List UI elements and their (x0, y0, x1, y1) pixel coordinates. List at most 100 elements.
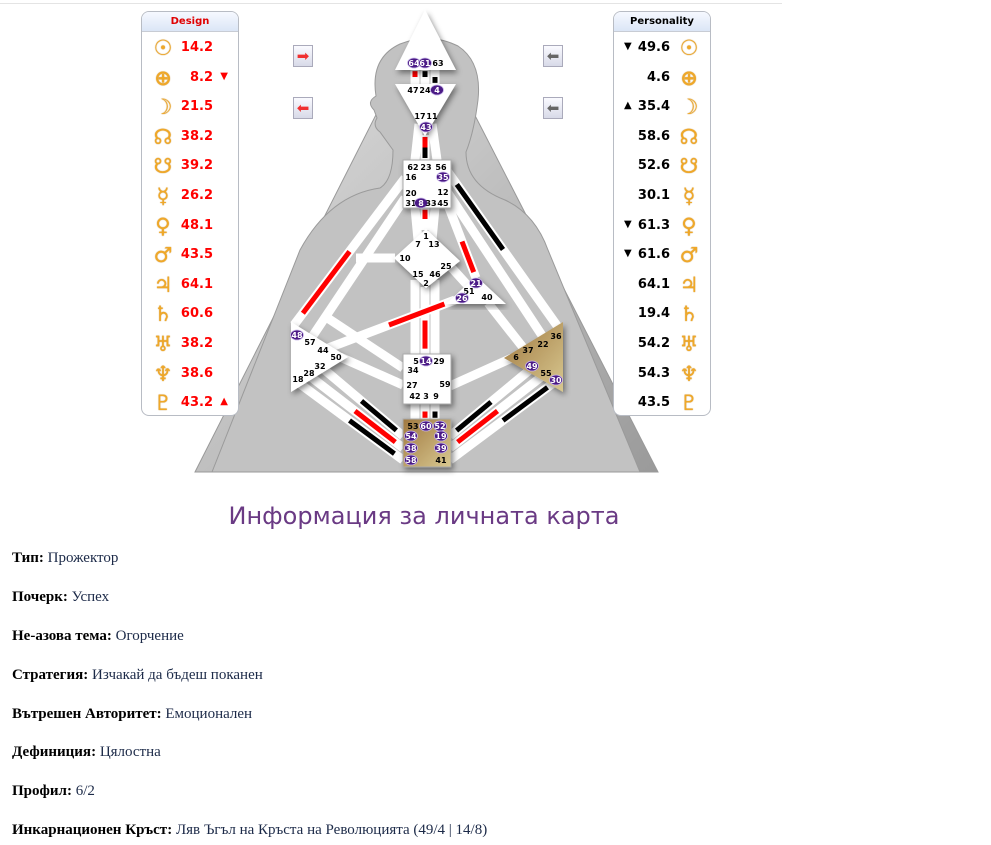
planet-row[interactable]: ♄ 19.4 (614, 300, 710, 329)
gate-52[interactable]: 52 (433, 420, 447, 432)
g-center[interactable] (394, 229, 460, 288)
gate-57[interactable]: 57 (304, 338, 315, 347)
planet-row[interactable]: ☊ 38.2 (142, 123, 238, 152)
gate-16[interactable]: 16 (405, 173, 417, 182)
gate-42[interactable]: 42 (409, 392, 420, 401)
gate-1[interactable]: 1 (423, 232, 429, 241)
channel-band (446, 262, 474, 292)
gate-5[interactable]: 5 (413, 357, 419, 366)
gate-59[interactable]: 59 (439, 380, 451, 389)
gate-63[interactable]: 63 (432, 59, 443, 68)
solar-plexus-center[interactable] (504, 322, 563, 392)
gate-56[interactable]: 56 (435, 163, 447, 172)
gate-32[interactable]: 32 (314, 362, 325, 371)
planet-row[interactable]: ♆ 38.6 (142, 360, 238, 389)
gate-13[interactable]: 13 (428, 240, 439, 249)
gate-18[interactable]: 18 (292, 375, 304, 384)
gate-50[interactable]: 50 (330, 353, 342, 362)
planet-row[interactable]: ⊕ 8.2 ▼ (142, 64, 238, 93)
gate-33[interactable]: 33 (425, 199, 436, 208)
planet-row[interactable]: ♀ 61.3 ▼ (614, 212, 710, 241)
gate-7[interactable]: 7 (415, 240, 421, 249)
planet-row[interactable]: ☿ 26.2 (142, 182, 238, 211)
gate-31[interactable]: 31 (405, 199, 417, 208)
planet-row[interactable]: ♇ 43.2 ▲ (142, 389, 238, 415)
spleen-center[interactable] (291, 322, 348, 392)
gate-54[interactable]: 54 (404, 430, 418, 442)
gate-51[interactable]: 51 (463, 287, 475, 296)
gate-19[interactable]: 19 (434, 430, 448, 442)
gate-61[interactable]: 61 (418, 57, 432, 69)
gate-39[interactable]: 39 (434, 442, 448, 454)
gate-46[interactable]: 46 (429, 270, 441, 279)
gate-10[interactable]: 10 (399, 254, 411, 263)
gate-35[interactable]: 35 (436, 171, 450, 183)
gate-23[interactable]: 23 (420, 163, 431, 172)
gate-44[interactable]: 44 (317, 346, 329, 355)
planet-row[interactable]: ♂ 43.5 (142, 241, 238, 270)
gate-27[interactable]: 27 (406, 381, 417, 390)
planet-row[interactable]: ☽ 35.4 ▲ (614, 93, 710, 122)
gate-29[interactable]: 29 (433, 357, 445, 366)
gate-47[interactable]: 47 (407, 86, 418, 95)
gate-24[interactable]: 24 (419, 86, 431, 95)
throat-center[interactable] (402, 159, 452, 209)
gate-48[interactable]: 48 (290, 329, 304, 341)
planet-row[interactable]: ☋ 39.2 (142, 152, 238, 181)
gate-38[interactable]: 38 (404, 442, 418, 454)
planet-row[interactable]: ♅ 38.2 (142, 330, 238, 359)
gate-30[interactable]: 30 (549, 374, 563, 386)
gate-17[interactable]: 17 (414, 112, 425, 121)
gate-4[interactable]: 4 (430, 84, 444, 96)
gate-15[interactable]: 15 (412, 270, 424, 279)
gate-55[interactable]: 55 (540, 369, 552, 378)
planet-row[interactable]: ☉ 14.2 (142, 34, 238, 63)
gate-25[interactable]: 25 (440, 262, 452, 271)
planet-row[interactable]: ☊ 58.6 (614, 123, 710, 152)
gate-26[interactable]: 26 (455, 292, 469, 304)
planet-row[interactable]: ♃ 64.1 (142, 271, 238, 300)
planet-row[interactable]: ♄ 60.6 (142, 300, 238, 329)
personality-next-button[interactable]: ⬅ (543, 45, 563, 67)
ajna-center[interactable] (395, 84, 456, 136)
gate-6[interactable]: 6 (513, 353, 519, 362)
planet-row[interactable]: ♀ 48.1 (142, 212, 238, 241)
gate-37[interactable]: 37 (522, 346, 533, 355)
design-next-button[interactable]: ➡ (293, 45, 313, 67)
gate-49[interactable]: 49 (525, 360, 539, 372)
head-center[interactable] (395, 10, 456, 70)
gate-53[interactable]: 53 (407, 422, 418, 431)
planet-row[interactable]: ☽ 21.5 (142, 93, 238, 122)
gate-45[interactable]: 45 (437, 199, 449, 208)
gate-21[interactable]: 21 (469, 277, 483, 289)
gate-14[interactable]: 14 (419, 355, 433, 367)
planet-row[interactable]: ♃ 64.1 (614, 271, 710, 300)
gate-60[interactable]: 60 (419, 420, 433, 432)
gate-58[interactable]: 58 (404, 454, 418, 466)
planet-row[interactable]: ♅ 54.2 (614, 330, 710, 359)
gate-2[interactable]: 2 (423, 279, 429, 288)
design-prev-button[interactable]: ⬅ (293, 97, 313, 119)
gate-34[interactable]: 34 (407, 366, 419, 375)
planet-row[interactable]: ☉ 49.6 ▼ (614, 34, 710, 63)
gate-8[interactable]: 8 (414, 197, 428, 209)
gate-11[interactable]: 11 (426, 112, 438, 121)
gate-20[interactable]: 20 (405, 189, 417, 198)
planet-row[interactable]: ☿ 30.1 (614, 182, 710, 211)
gate-22[interactable]: 22 (537, 340, 548, 349)
gate-28[interactable]: 28 (303, 369, 315, 378)
planet-row[interactable]: ♇ 43.5 (614, 389, 710, 415)
gate-36[interactable]: 36 (550, 332, 562, 341)
gate-40[interactable]: 40 (481, 293, 493, 302)
planet-row[interactable]: ♂ 61.6 ▼ (614, 241, 710, 270)
gate-41[interactable]: 41 (435, 456, 447, 465)
gate-12[interactable]: 12 (437, 188, 448, 197)
gate-3[interactable]: 3 (423, 392, 429, 401)
gate-9[interactable]: 9 (433, 392, 439, 401)
gate-62[interactable]: 62 (407, 163, 418, 172)
personality-prev-button[interactable]: ⬅ (543, 97, 563, 119)
gate-43[interactable]: 43 (419, 121, 433, 133)
planet-row[interactable]: ☋ 52.6 (614, 152, 710, 181)
planet-row[interactable]: ⊕ 4.6 (614, 64, 710, 93)
planet-row[interactable]: ♆ 54.3 (614, 360, 710, 389)
